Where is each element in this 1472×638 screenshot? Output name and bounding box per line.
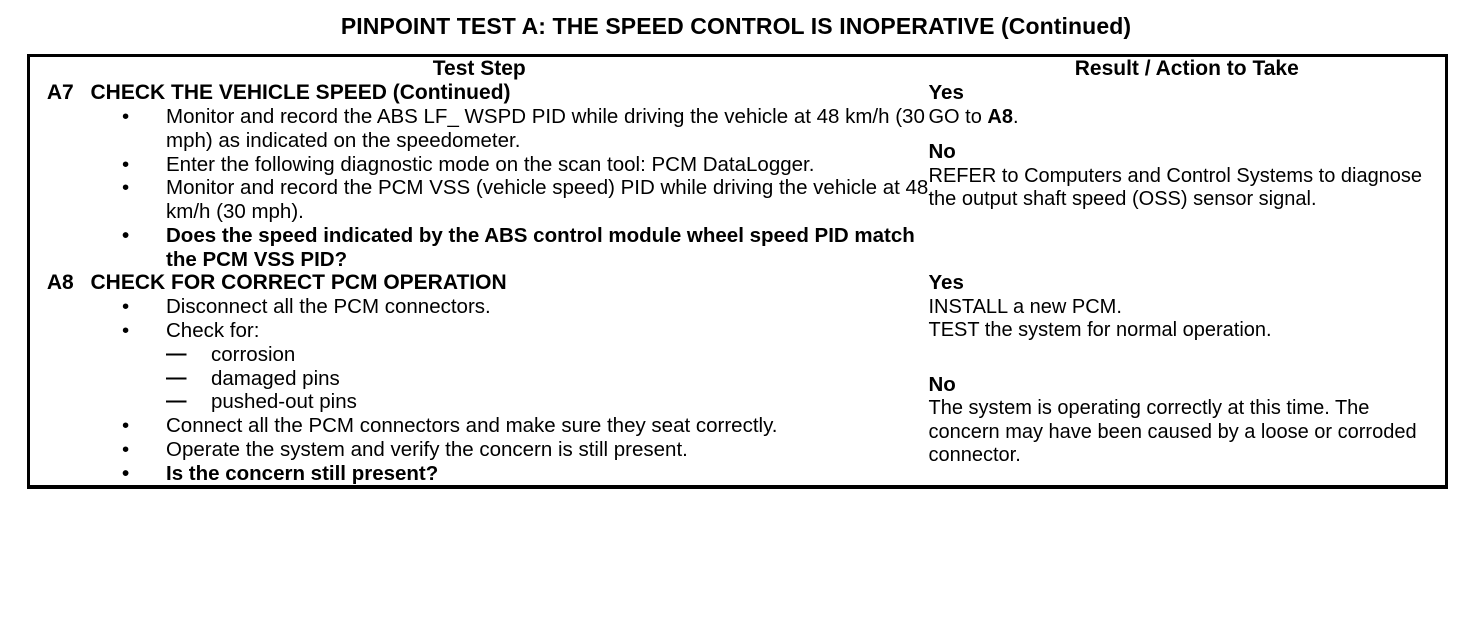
list-item-text: Operate the system and verify the concer…: [166, 437, 688, 461]
list-item-question: • Is the concern still present?: [30, 462, 929, 486]
dash-marker-icon: —: [166, 341, 187, 365]
step-id-a8: A8: [46, 271, 74, 295]
result-no-text-a7: REFER to Computers and Control Systems t…: [928, 164, 1423, 210]
step-title-a7: CHECK THE VEHICLE SPEED (Continued): [90, 81, 511, 104]
step-body-a8: • Disconnect all the PCM connectors. • C…: [29, 295, 929, 487]
list-item-text: Enter the following diagnostic mode on t…: [166, 152, 815, 176]
list-item-text: Monitor and record the PCM VSS (vehicle …: [166, 176, 929, 224]
dash-marker-icon: —: [166, 389, 187, 413]
bullet-marker-icon: •: [122, 176, 130, 200]
step-id-a7: A7: [46, 81, 74, 104]
pinpoint-test-table: Test Step Result / Action to Take A7 CHE…: [27, 54, 1448, 490]
list-item: • Operate the system and verify the conc…: [30, 438, 929, 462]
result-yes-label-a7: Yes: [928, 81, 964, 104]
list-item: • Connect all the PCM connectors and mak…: [30, 414, 929, 438]
page-title: PINPOINT TEST A: THE SPEED CONTROL IS IN…: [340, 13, 1132, 39]
bullet-marker-icon: •: [122, 295, 130, 319]
bullet-marker-icon: •: [122, 152, 130, 176]
sub-list-item-text: pushed-out pins: [211, 390, 357, 414]
result-yes-label-a8: Yes: [928, 271, 964, 295]
list-item-question: • Does the speed indicated by the ABS co…: [30, 224, 929, 272]
result-yes-target-a7: A8: [987, 105, 1013, 128]
result-yes-text-a7: GO to A8.: [929, 106, 1446, 129]
list-item: • Disconnect all the PCM connectors.: [30, 295, 929, 319]
list-item: • Monitor and record the PCM VSS (vehicl…: [30, 176, 929, 224]
sub-list-item: — corrosion: [166, 341, 929, 367]
sub-list-item: — pushed-out pins: [166, 389, 929, 414]
step-body-a7: • Monitor and record the ABS LF_ WSPD PI…: [29, 105, 929, 271]
section-body-row-a7: • Monitor and record the ABS LF_ WSPD PI…: [29, 105, 1447, 271]
section-body-row-a8: • Disconnect all the PCM connectors. • C…: [29, 295, 1447, 487]
dash-marker-icon: —: [166, 365, 187, 389]
list-item-text: Is the concern still present?: [166, 461, 439, 485]
sub-list-item-text: corrosion: [211, 342, 296, 366]
column-header-test-step: Test Step: [432, 57, 526, 80]
step-title-a8: CHECK FOR CORRECT PCM OPERATION: [90, 271, 507, 295]
list-item: • Check for: — corrosion — dam: [30, 319, 929, 414]
table-header-row: Test Step Result / Action to Take: [29, 56, 1447, 82]
bullet-list-a7: • Monitor and record the ABS LF_ WSPD PI…: [30, 105, 929, 271]
bullet-marker-icon: •: [122, 223, 130, 247]
result-spacer-a8: [929, 343, 1446, 373]
result-spacer-a7: [929, 129, 1446, 140]
result-yes-text-pre-a7: GO to: [928, 105, 988, 128]
bullet-list-a8: • Disconnect all the PCM connectors. • C…: [30, 295, 929, 485]
result-yes-line1-a8: INSTALL a new PCM.: [928, 295, 1122, 318]
result-cell-a7: Yes GO to A8. No REFER to Computers and …: [929, 81, 1447, 271]
bullet-marker-icon: •: [122, 414, 130, 438]
sub-list-item-text: damaged pins: [211, 366, 340, 390]
result-cell-a8: Yes INSTALL a new PCM. TEST the system f…: [929, 271, 1447, 487]
list-item-text: Check for:: [166, 319, 260, 343]
result-no-label-a8: No: [928, 372, 956, 396]
result-no-label-a7: No: [928, 139, 956, 163]
list-item-text: Disconnect all the PCM connectors.: [166, 295, 491, 319]
list-item: • Monitor and record the ABS LF_ WSPD PI…: [30, 105, 929, 153]
column-header-result-action: Result / Action to Take: [1074, 57, 1299, 80]
sub-bullet-list-check-for: — corrosion — damaged pins —: [166, 341, 929, 414]
result-no-text-a8: The system is operating correctly at thi…: [928, 397, 1417, 467]
sub-list-item: — damaged pins: [166, 365, 929, 391]
list-item-text: Monitor and record the ABS LF_ WSPD PID …: [166, 105, 925, 152]
bullet-marker-icon: •: [122, 105, 130, 128]
section-header-row-a8: A8 CHECK FOR CORRECT PCM OPERATION Yes I…: [29, 271, 1447, 466]
bullet-marker-icon: •: [122, 437, 130, 461]
list-item-text: Does the speed indicated by the ABS cont…: [166, 223, 915, 271]
list-item: • Enter the following diagnostic mode on…: [30, 153, 929, 177]
result-yes-line2-a8: TEST the system for normal operation.: [928, 319, 1272, 342]
bullet-marker-icon: •: [122, 461, 130, 485]
section-header-row-a7: A7 CHECK THE VEHICLE SPEED (Continued) Y…: [29, 81, 1447, 210]
result-yes-text-post-a7: .: [1012, 105, 1019, 128]
pinpoint-test-table-wrapper: Test Step Result / Action to Take A7 CHE…: [27, 54, 1448, 490]
list-item-text: Connect all the PCM connectors and make …: [166, 414, 778, 438]
bullet-marker-icon: •: [122, 319, 130, 343]
